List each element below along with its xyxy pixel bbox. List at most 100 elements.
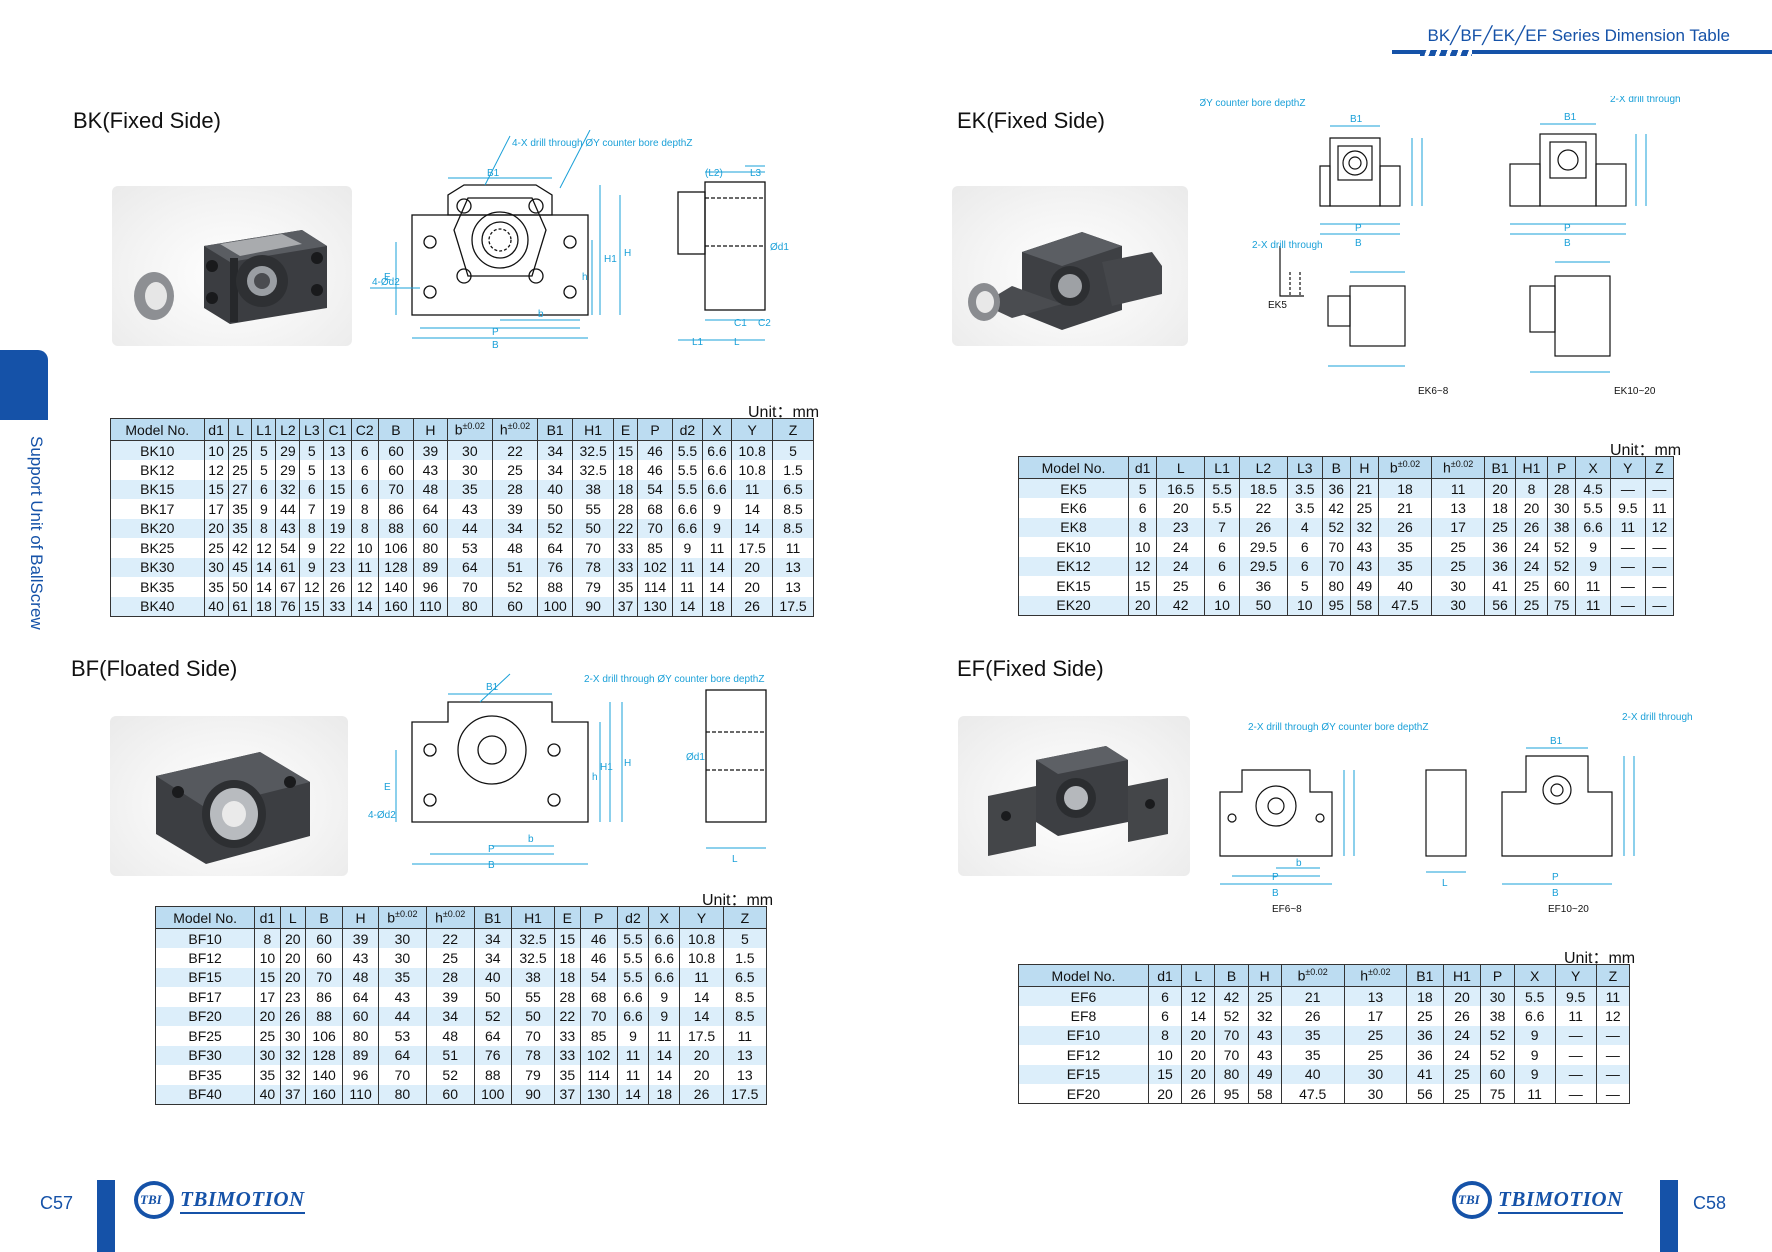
table-cell: 8 [350,518,379,538]
table-cell: 85 [579,1026,618,1046]
table-cell: 128 [377,557,415,577]
table-cell: 11 [1431,478,1486,498]
bk-dim-l2: (L2) [705,168,723,179]
table-cell: 42 [1321,498,1351,518]
table-cell: 26 [323,577,352,597]
table-cell: 70 [446,577,493,597]
table-cell: 26 [1238,517,1288,537]
table-cell: 1.5 [772,460,814,480]
bf-dim-b1: B1 [486,682,499,693]
table-cell: 52 [473,1006,512,1026]
table-cell: 24 [1514,537,1549,557]
column-header: Y [731,418,774,441]
table-cell: 60 [425,1084,475,1105]
table-cell: 20 [731,577,774,597]
bk-dim-c1: C1 [734,318,747,329]
table-cell: 20 [731,557,774,577]
column-header: L3 [1286,456,1323,479]
table-cell: — [1554,1084,1597,1104]
table-cell: 20 [679,1065,724,1085]
table-cell: 80 [413,538,448,558]
column-header: b±0.02 [1377,456,1433,479]
table-cell: 5 [251,460,277,480]
column-header: X [648,906,681,929]
table-cell: 11 [679,967,724,987]
table-cell: 14 [251,557,277,577]
table-cell: EF10 [1018,1025,1149,1045]
table-cell: 24 [1442,1025,1482,1045]
table-cell: 14 [648,1065,681,1085]
column-header: P [636,418,674,441]
table-cell: 25 [1442,1064,1482,1084]
table-cell: 32.5 [572,460,615,480]
table-cell: 30 [1431,576,1486,596]
table-cell: 17.5 [679,1026,724,1046]
table-cell: 9 [648,1006,681,1026]
ek-note: 2-X drill through ØY counter bore depthZ [1200,98,1305,109]
table-cell: 30 [1343,1064,1408,1084]
table-cell: 15 [254,967,281,987]
table-cell: 50 [473,987,512,1007]
table-cell: 9 [648,987,681,1007]
table-cell: 96 [413,577,448,597]
bk-photo [112,186,352,346]
table-cell: 49 [1247,1064,1282,1084]
logo-mark-icon: TBI [1452,1181,1492,1219]
table-cell: 20 [254,1006,281,1026]
table-cell: 53 [446,538,493,558]
table-cell: 30 [446,460,493,480]
table-cell: 41 [1406,1064,1444,1084]
column-header: h±0.02 [1431,456,1486,479]
table-cell: 5.5 [616,948,650,968]
table-cell: 18 [554,967,581,987]
table-cell: 33 [613,557,638,577]
column-header: b±0.02 [1280,964,1345,987]
table-cell: 25 [1156,576,1206,596]
table-cell: 43 [413,460,448,480]
table-cell: 52 [1480,1025,1515,1045]
table-cell: 23 [279,987,306,1007]
table-cell: 14 [679,987,724,1007]
column-header: d2 [672,418,703,441]
table-cell: 39 [491,499,539,519]
table-cell: BF25 [154,1026,256,1046]
table-cell: 43 [1349,537,1379,557]
bk-dim-bigh: H [624,248,631,259]
table-cell: 36 [1484,556,1516,576]
table-cell: 60 [377,460,415,480]
table-cell: BK35 [110,577,205,597]
table-cell: — [1609,595,1646,616]
table-cell: 6 [1204,576,1240,596]
table-cell: 88 [304,1006,344,1026]
column-header: B [1321,456,1351,479]
table-cell: 6.6 [672,518,703,538]
table-cell: 10 [254,948,281,968]
table-cell: 32 [279,1065,306,1085]
table-cell: 46 [579,948,618,968]
ek-dim-b1: B1 [1350,114,1363,125]
table-cell: BK12 [110,460,205,480]
table-cell: 102 [636,557,674,577]
table-cell: 40 [473,967,512,987]
table-cell: 64 [342,987,379,1007]
table-cell: 15 [554,928,581,948]
table-cell: 6.5 [722,967,768,987]
table-cell: — [1595,1084,1631,1104]
table-cell: 80 [446,596,493,617]
ef-label-ef1020: EF10~20 [1548,904,1589,915]
table-cell: 9.5 [1554,986,1597,1006]
table-cell: 11 [1644,498,1675,518]
table-cell: 70 [510,1026,556,1046]
header-rule [1392,50,1772,54]
table-cell: 18 [251,596,277,617]
table-cell: 34 [537,440,574,460]
table-cell: 42 [1156,595,1206,616]
bf-dim-h1: H1 [600,762,613,773]
column-header: d1 [254,906,281,929]
table-cell: 18 [1377,478,1433,498]
table-cell: 46 [579,928,618,948]
table-cell: 140 [377,577,415,597]
